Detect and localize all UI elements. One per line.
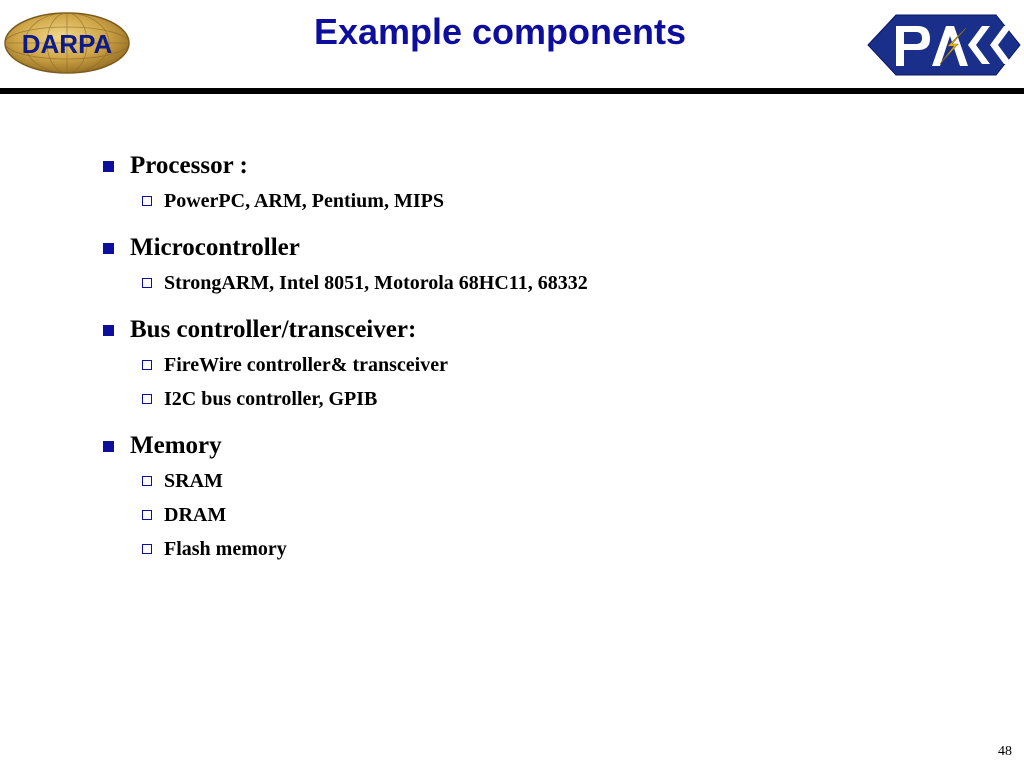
hollow-square-bullet-icon: [142, 544, 152, 554]
sub-bullet-text: FireWire controller& transceiver: [164, 354, 448, 376]
sub-bullet-item: PowerPC, ARM, Pentium, MIPS: [142, 184, 980, 218]
sub-bullet-text: Flash memory: [164, 538, 287, 560]
sub-bullet-item: StrongARM, Intel 8051, Motorola 68HC11, …: [142, 266, 980, 300]
sub-bullet-text: SRAM: [164, 470, 223, 492]
bullet-text: Microcontroller: [130, 234, 300, 261]
bullet-list: Processor : PowerPC, ARM, Pentium, MIPS …: [100, 148, 980, 578]
hollow-square-bullet-icon: [142, 278, 152, 288]
darpa-logo: DARPA: [4, 12, 130, 74]
sub-bullet-text: PowerPC, ARM, Pentium, MIPS: [164, 190, 444, 212]
bullet-text: Memory: [130, 432, 222, 459]
darpa-logo-text: DARPA: [22, 29, 113, 59]
bullet-item: Bus controller/transceiver:: [100, 312, 980, 348]
square-bullet-icon: [103, 325, 114, 336]
sub-bullet-text: DRAM: [164, 504, 227, 526]
bullet-text: Processor :: [130, 152, 248, 179]
bullet-item: Microcontroller: [100, 230, 980, 266]
hollow-square-bullet-icon: [142, 510, 152, 520]
sub-bullet-text: StrongARM, Intel 8051, Motorola 68HC11, …: [164, 272, 588, 294]
bullet-group-microcontroller: Microcontroller StrongARM, Intel 8051, M…: [100, 230, 980, 300]
sub-bullet-item: Flash memory: [142, 532, 980, 566]
hollow-square-bullet-icon: [142, 360, 152, 370]
square-bullet-icon: [103, 161, 114, 172]
square-bullet-icon: [103, 441, 114, 452]
slide-header: DARPA Example components: [0, 0, 1024, 96]
header-divider: [0, 88, 1024, 94]
bullet-group-processor: Processor : PowerPC, ARM, Pentium, MIPS: [100, 148, 980, 218]
bullet-item: Memory: [100, 428, 980, 464]
sub-bullet-item: I2C bus controller, GPIB: [142, 382, 980, 416]
page-number: 48: [998, 744, 1012, 759]
bullet-group-bus-controller: Bus controller/transceiver: FireWire con…: [100, 312, 980, 416]
hollow-square-bullet-icon: [142, 394, 152, 404]
pacc-logo: [867, 14, 1021, 76]
hollow-square-bullet-icon: [142, 196, 152, 206]
bullet-item: Processor :: [100, 148, 980, 184]
square-bullet-icon: [103, 243, 114, 254]
sub-bullet-item: SRAM: [142, 464, 980, 498]
sub-bullet-item: DRAM: [142, 498, 980, 532]
hollow-square-bullet-icon: [142, 476, 152, 486]
sub-bullet-text: I2C bus controller, GPIB: [164, 388, 378, 410]
sub-bullet-item: FireWire controller& transceiver: [142, 348, 980, 382]
slide-title: Example components: [313, 11, 687, 52]
bullet-group-memory: Memory SRAM DRAM Flash memory: [100, 428, 980, 566]
bullet-text: Bus controller/transceiver:: [130, 316, 417, 343]
